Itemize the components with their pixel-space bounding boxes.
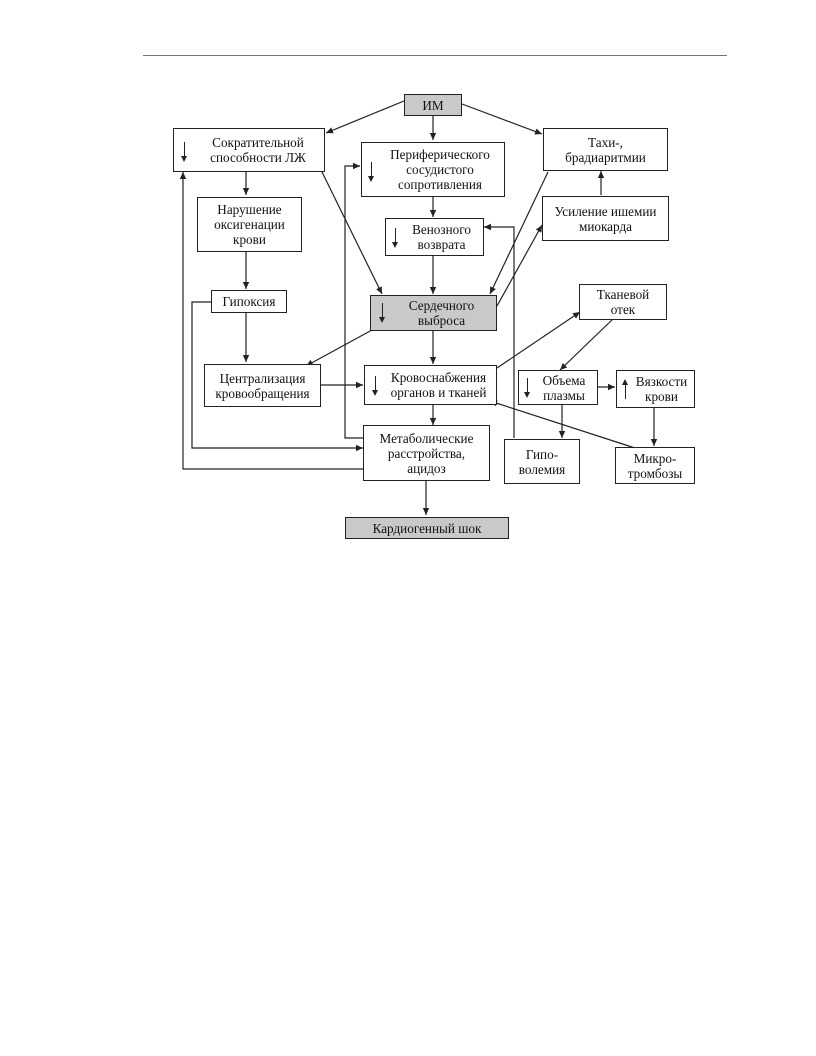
node-centralization: Централизация кровообращения [204, 364, 321, 407]
node-tissue-edema: Тканевой отек [579, 284, 667, 320]
arrow-metabolic-loop-to-peripheral [344, 162, 363, 439]
node-cardiogenic-shock: Кардиогенный шок [345, 517, 509, 539]
decrease-arrow-icon [372, 376, 378, 396]
node-hypoxia: Гипоксия [211, 290, 287, 313]
node-blood-supply-label: Кровоснабжения органов и тканей [390, 370, 487, 400]
node-metabolic-disorders: Метаболические расстройства, ацидоз [363, 425, 490, 481]
node-cardiogenic-shock-label: Кардиогенный шок [372, 520, 482, 536]
node-cardiac-output-label: Сердечного выброса [408, 298, 475, 328]
node-cardiac-output: Сердечного выброса [370, 295, 497, 331]
arrow-tachy-to-output [489, 171, 549, 295]
arrow-im-to-contractility [325, 100, 405, 134]
node-hypovolemia-label: Гипо- волемия [518, 446, 566, 477]
node-im: ИМ [404, 94, 462, 116]
decrease-arrow-icon [524, 378, 530, 398]
arrow-bloodsupply-to-edema [496, 311, 581, 369]
node-peripheral-resistance-label: Периферического сосудистого сопротивлени… [390, 147, 490, 192]
node-metabolic-disorders-label: Метаболические расстройства, ацидоз [379, 430, 474, 476]
node-tachy-brady: Тахи-, брадиаритмии [543, 128, 668, 171]
node-contractility-label: Сократительной способности ЛЖ [210, 135, 306, 165]
arrow-contractility-to-output [321, 171, 383, 295]
increase-arrow-icon [622, 379, 628, 399]
decrease-arrow-icon [379, 303, 385, 323]
node-microthrombosis-label: Микро- тромбозы [627, 450, 683, 481]
node-contractility: Сократительной способности ЛЖ [173, 128, 325, 172]
node-venous-return-label: Венозного возврата [412, 222, 471, 252]
node-venous-return: Венозного возврата [385, 218, 484, 256]
arrow-im-to-tachy [461, 103, 543, 135]
node-ischemia-label: Усиление ишемии миокарда [554, 203, 657, 234]
node-viscosity-label: Вязкости крови [635, 374, 688, 404]
node-tissue-edema-label: Тканевой отек [596, 287, 650, 317]
arrow-metabolic-loop-to-contractility [179, 172, 363, 470]
decrease-arrow-icon [368, 162, 374, 182]
arrow-hypoxia-loop-to-metabolic [191, 301, 363, 452]
decrease-arrow-icon [392, 228, 398, 248]
node-hypoxia-label: Гипоксия [222, 294, 276, 309]
node-tachy-brady-label: Тахи-, брадиаритмии [565, 134, 646, 165]
node-hypovolemia: Гипо- волемия [504, 439, 580, 484]
node-ischemia: Усиление ишемии миокарда [542, 196, 669, 241]
node-plasma-volume: Объема плазмы [518, 370, 598, 405]
node-oxygenation-label: Нарушение оксигенации крови [214, 202, 285, 247]
arrow-output-to-ischemia [496, 224, 543, 307]
header-rule [143, 55, 727, 56]
decrease-arrow-icon [181, 142, 187, 162]
node-blood-supply: Кровоснабжения органов и тканей [364, 365, 497, 405]
node-im-label: ИМ [422, 97, 444, 113]
node-centralization-label: Централизация кровообращения [215, 370, 310, 401]
arrow-hypovolemia-loop-to-venous [484, 223, 515, 438]
node-microthrombosis: Микро- тромбозы [615, 447, 695, 484]
node-oxygenation: Нарушение оксигенации крови [197, 197, 302, 252]
node-plasma-volume-label: Объема плазмы [542, 372, 586, 403]
node-peripheral-resistance: Периферического сосудистого сопротивлени… [361, 142, 505, 197]
arrow-edema-to-plasma [559, 317, 615, 371]
node-viscosity: Вязкости крови [616, 370, 695, 408]
arrow-output-to-centralization [305, 329, 373, 367]
